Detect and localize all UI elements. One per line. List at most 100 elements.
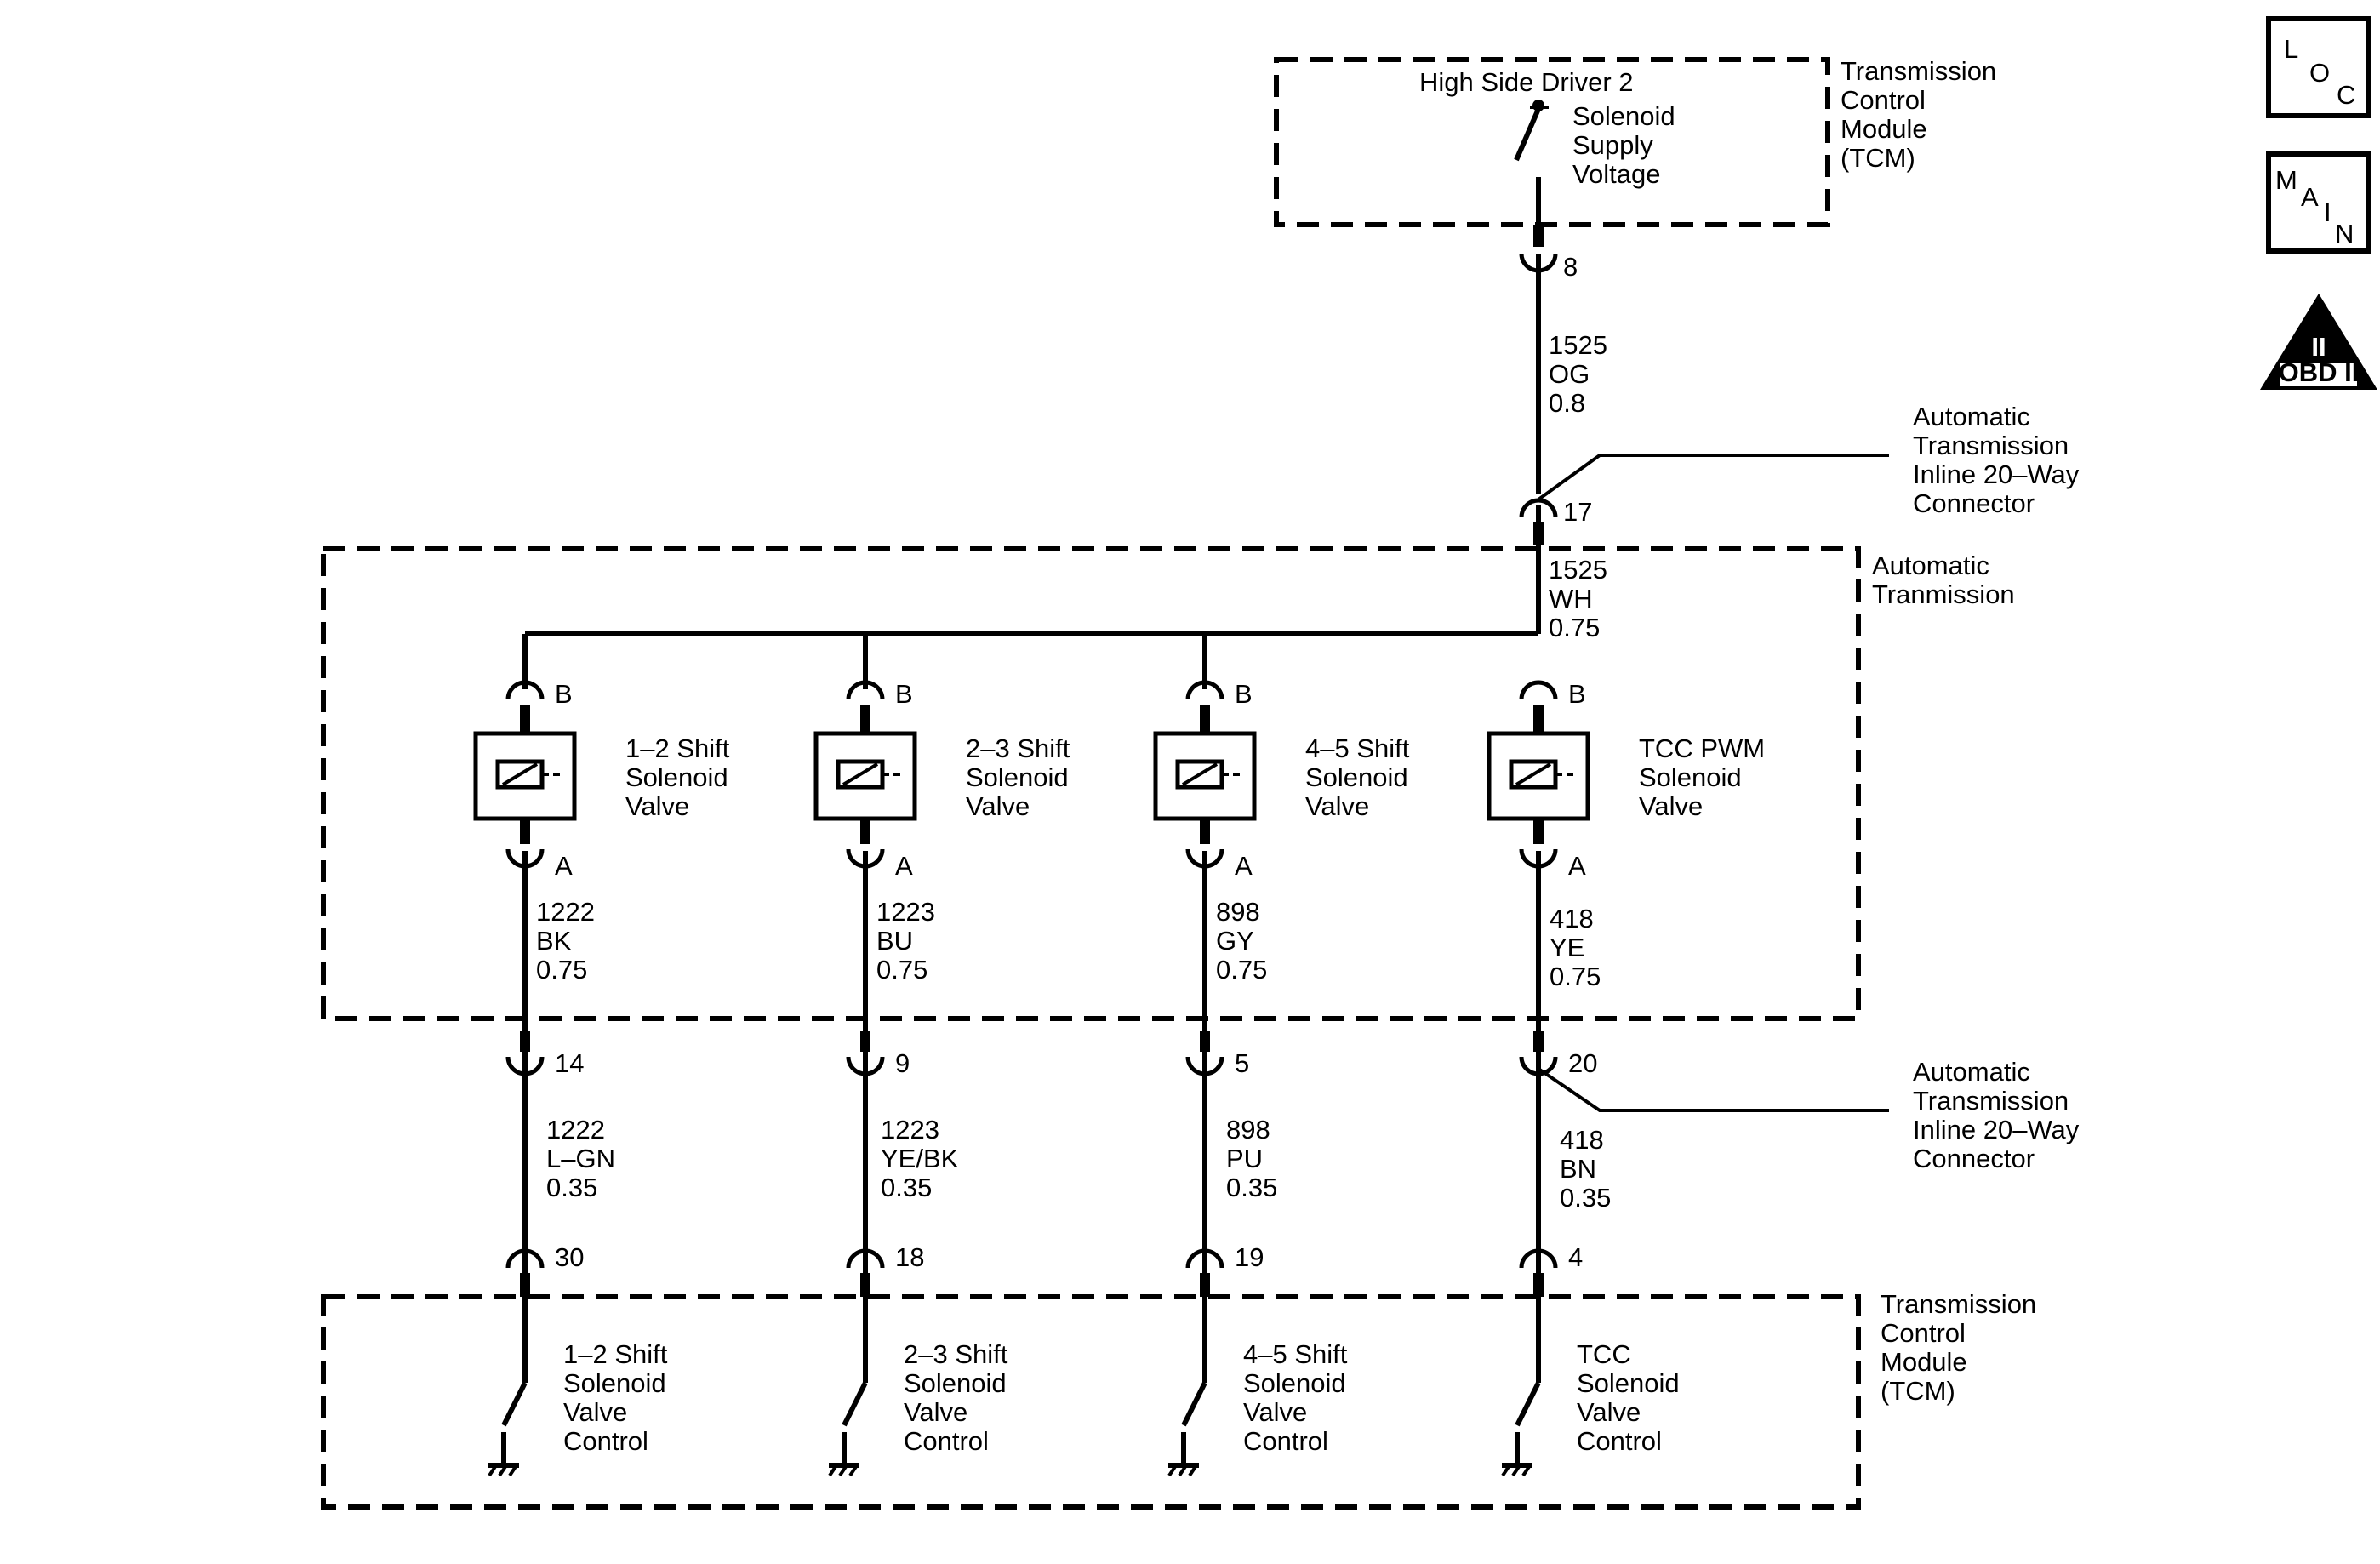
svg-text:M: M [2275,165,2297,195]
ground-hatch [498,1464,508,1477]
ground-hatch [1511,1464,1521,1477]
ground-hatch [508,1464,518,1477]
svg-text:I: I [2324,197,2331,227]
solenoid-coil-slash [501,762,539,786]
ground-hatch [848,1464,859,1477]
high-side-switch-icon [1514,100,1549,225]
automatic-transmission-label: Automatic Tranmission [1872,551,2015,609]
pin-b-label: B [555,679,573,709]
inline-pin-label: 20 [1568,1048,1597,1078]
inline-connector-bottom-leader [1537,1067,1889,1112]
tcm-top-dashed-border [1274,57,1830,227]
solenoid-coil-slash [1181,762,1219,786]
tcm-pin-cup [505,1248,545,1269]
connector-pin-17 [1519,498,1558,545]
pin-a-cup [1519,848,1558,869]
wire-1525-wh-label: 1525 WH 0.75 [1549,555,1615,642]
svg-text:N: N [2335,219,2354,248]
svg-text:C: C [2337,80,2355,110]
pin-a-label: A [555,851,573,881]
main-icon[interactable]: M A I N [2266,151,2371,254]
tcm-pin-label: 19 [1235,1242,1264,1272]
tcm-top-module-label: Transmission Control Module (TCM) [1841,56,2004,173]
connector-pin-8 [1519,225,1558,273]
tcm-bottom-dashed-border [321,1294,1861,1510]
tcm-pin-label: 18 [895,1242,924,1272]
ground-hatch [828,1464,838,1477]
tcm-bottom-module-label: Transmission Control Module (TCM) [1881,1289,2044,1406]
pin-b-cup [1519,680,1558,700]
tcm-top-module: High Side Driver 2 Solenoid Supply Volta… [1274,56,2004,227]
inline-connector-top-label: Automatic Transmission Inline 20–Way Con… [1913,402,2086,518]
svg-text:O: O [2309,58,2330,88]
pin-a-label: A [1568,851,1586,881]
pin-a-cup [846,848,885,869]
pin-a-label: A [1235,851,1253,881]
pin-17-label: 17 [1563,497,1592,527]
tcm-pin-label: 30 [555,1242,584,1272]
inline-connector-bottom-label: Automatic Transmission Inline 20–Way Con… [1913,1057,2086,1173]
ground-hatch [1178,1464,1188,1477]
low-side-switch-icon [842,1381,868,1427]
solenoid-supply-voltage-label: Solenoid Supply Voltage [1572,101,1682,189]
high-side-driver-label: High Side Driver 2 [1419,67,1634,97]
obd-ii-icon[interactable]: II OBD II [2260,294,2377,390]
inline-pin-cup [505,1056,545,1076]
pin-a-label: A [895,851,913,881]
ground-hatch [1501,1464,1511,1477]
tcm-pin-label: 4 [1568,1242,1583,1272]
low-side-switch-icon [501,1381,528,1427]
pin-8-label: 8 [1563,252,1578,282]
inline-pin-label: 14 [555,1048,584,1078]
pin-b-cup [505,680,545,700]
ground-hatch [1521,1464,1532,1477]
tcm-pin-cup [1519,1248,1558,1269]
ground-hatch [1188,1464,1198,1477]
ground-hatch [838,1464,848,1477]
svg-text:A: A [2301,182,2319,212]
tcm-pin-cup [1185,1248,1224,1269]
ground-hatch [488,1464,498,1477]
automatic-transmission-dashed-border [321,546,1861,1021]
inline-pin-label: 5 [1235,1048,1249,1078]
pin-a-cup [505,848,545,869]
svg-text:L: L [2284,34,2298,64]
solenoid-coil-slash [1515,762,1552,786]
pin-b-cup [846,680,885,700]
solenoid-valve-body [1153,731,1257,821]
inline-pin-label: 9 [895,1048,910,1078]
tcm-pin-cup [846,1248,885,1269]
loc-icon[interactable]: L O C [2266,16,2371,118]
inline-connector-top-leader [1537,454,1889,501]
solenoid-coil-slash [842,762,879,786]
pin-b-label: B [1235,679,1253,709]
pin-a-cup [1185,848,1224,869]
low-side-switch-icon [1181,1381,1207,1427]
low-side-switch-icon [1515,1381,1541,1427]
wire-1525-og-label: 1525 OG 0.8 [1549,330,1615,418]
inline-pin-cup [1185,1056,1224,1076]
inline-pin-cup [1519,1056,1558,1076]
ground-hatch [1167,1464,1178,1477]
svg-text:OBD II: OBD II [2279,357,2360,387]
